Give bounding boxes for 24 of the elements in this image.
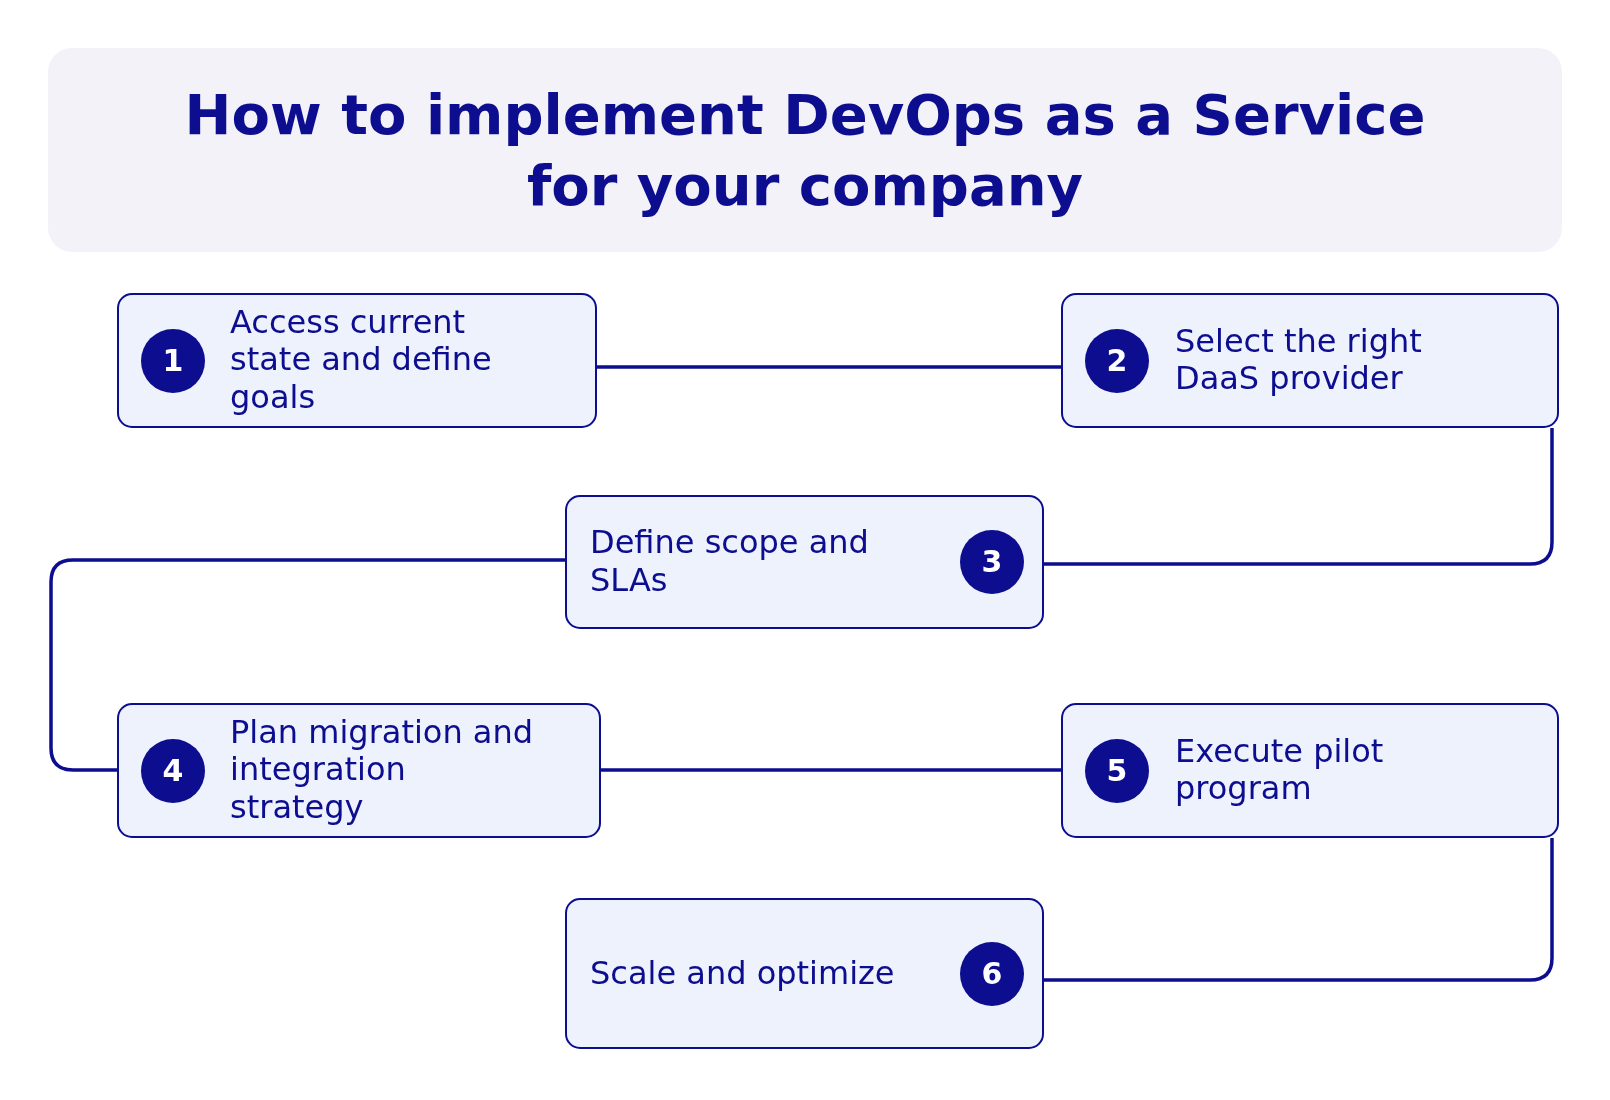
connector-line <box>1044 838 1554 982</box>
step-box <box>565 898 1044 1049</box>
diagram-title: How to implement DevOps as a Service for your company <box>48 48 1562 252</box>
step-label: Access current state and define goals <box>230 303 493 418</box>
step-label: Plan migration and integration strategy <box>230 713 535 828</box>
step-number-circle: 3 <box>960 530 1024 594</box>
step-label: Execute pilot program <box>1175 732 1385 809</box>
step-number-circle: 5 <box>1085 738 1149 803</box>
connector-line <box>601 768 1061 772</box>
step-box <box>117 293 597 428</box>
step-box <box>1061 293 1559 428</box>
step-label: Select the right DaaS provider <box>1175 322 1423 399</box>
step-label: Define scope and SLAs <box>590 524 870 600</box>
step-box <box>565 495 1044 629</box>
step-box <box>1061 703 1559 838</box>
step-number-circle: 4 <box>141 738 205 803</box>
connector-line <box>49 558 565 772</box>
step-number-circle: 2 <box>1085 328 1149 393</box>
step-number-circle: 6 <box>960 941 1024 1006</box>
connector-line <box>597 365 1061 369</box>
step-box <box>117 703 601 838</box>
connector-line <box>1044 428 1554 566</box>
step-label: Scale and optimize <box>590 954 896 993</box>
step-number-circle: 1 <box>141 328 205 393</box>
